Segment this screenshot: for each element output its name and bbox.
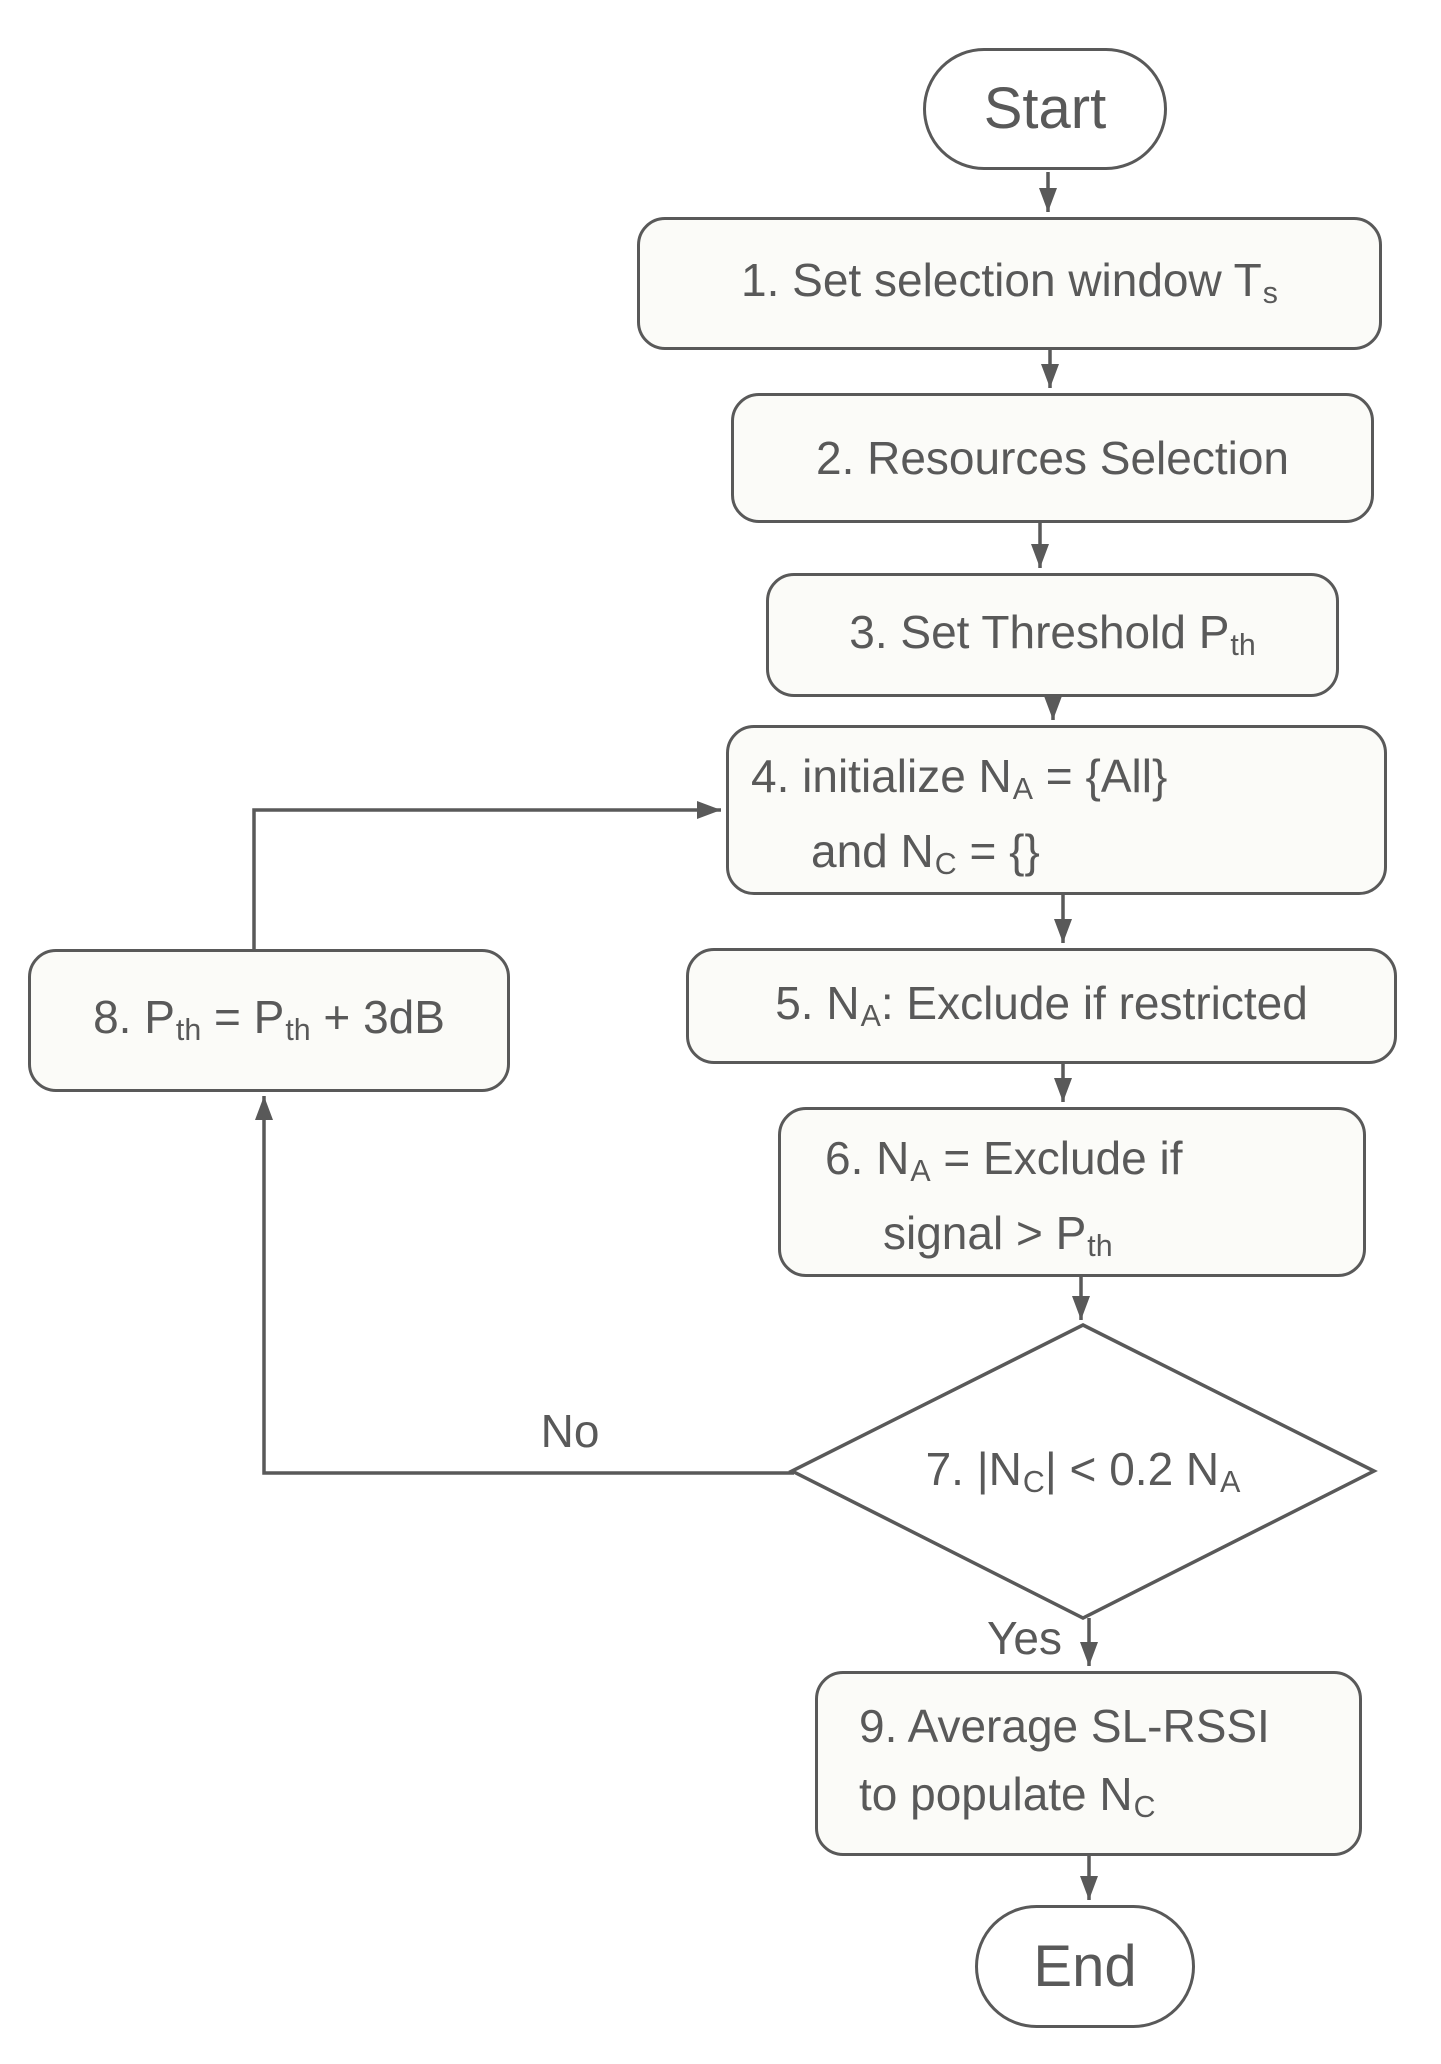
- step-1-subscript: s: [1262, 277, 1278, 311]
- step-5-subscript-a: A: [860, 999, 881, 1033]
- step-3-label: 3. Set Threshold Pth: [849, 598, 1255, 673]
- start-terminal: Start: [923, 48, 1167, 170]
- step-8-label: 8. Pth = Pth + 3dB: [93, 983, 445, 1058]
- step-6-subscript-th: th: [1087, 1230, 1113, 1264]
- step-4-text-4: = {}: [956, 825, 1040, 877]
- step-6-line-2: signal > Pth: [781, 1199, 1182, 1274]
- step-6-box: 6. NA = Exclude if signal > Pth: [778, 1107, 1366, 1277]
- decision-7-diamond: [788, 1323, 1378, 1620]
- step-2-label: 2. Resources Selection: [815, 432, 1290, 484]
- end-terminal: End: [975, 1905, 1195, 2028]
- step-9-label: 9. Average SL-RSSI to populate NC: [818, 1692, 1270, 1835]
- step-8-text-2: = P: [201, 991, 285, 1043]
- decision-7-text-2: | < 0.2 N: [1044, 1442, 1220, 1495]
- step-4-text: 4. initialize N: [751, 750, 1012, 802]
- step-4-text-2: = {All}: [1033, 750, 1168, 802]
- step-8-box: 8. Pth = Pth + 3dB: [28, 949, 510, 1092]
- step-9-text: 9. Average SL-RSSI: [859, 1700, 1270, 1752]
- step-4-subscript-a: A: [1012, 773, 1034, 807]
- step-3-box: 3. Set Threshold Pth: [766, 573, 1339, 697]
- step-9-subscript-c: C: [1133, 1791, 1156, 1825]
- step-8-subscript-th: th: [175, 1014, 202, 1048]
- step-5-label: 5. NA: Exclude if restricted: [775, 969, 1308, 1044]
- start-label: Start: [983, 76, 1107, 141]
- step-6-text: 6. N: [825, 1132, 910, 1184]
- step-1-box: 1. Set selection window Ts: [637, 217, 1382, 350]
- step-6-text-2: = Exclude if: [930, 1132, 1183, 1184]
- no-branch-label: No: [540, 1405, 600, 1457]
- step-8-text: 8. P: [93, 991, 175, 1043]
- step-1-label: 1. Set selection window Ts: [741, 246, 1278, 321]
- step-3-text: 3. Set Threshold P: [849, 605, 1230, 658]
- step-2-box: 2. Resources Selection: [731, 393, 1374, 523]
- step-9-line-1: 9. Average SL-RSSI: [818, 1692, 1270, 1760]
- connector-step8-to-step4: [252, 801, 721, 949]
- step-5-text-2: : Exclude if restricted: [880, 976, 1308, 1029]
- step-1-text: 1. Set selection window T: [741, 254, 1262, 306]
- step-4-label: 4. initialize NA = {All} and NC = {}: [729, 742, 1167, 892]
- step-4-box: 4. initialize NA = {All} and NC = {}: [726, 725, 1387, 895]
- step-9-line-2: to populate NC: [818, 1760, 1270, 1835]
- step-6-subscript-a: A: [910, 1155, 931, 1189]
- decision-7-subscript-a: A: [1220, 1465, 1241, 1499]
- decision-7-text: 7. |N: [925, 1442, 1022, 1495]
- decision-7-label: 7. |NC| < 0.2 NA: [842, 1397, 1324, 1547]
- step-4-line-1: 4. initialize NA = {All}: [729, 742, 1167, 817]
- end-label: End: [1033, 1933, 1137, 1999]
- decision-7-text-wrap: 7. |NC| < 0.2 NA: [926, 1443, 1241, 1502]
- step-5-box: 5. NA: Exclude if restricted: [686, 948, 1397, 1064]
- decision-7-subscript-c: C: [1022, 1465, 1045, 1499]
- step-5-text: 5. N: [775, 976, 860, 1029]
- connector-decision7-no-to-step8: [255, 1096, 794, 1475]
- step-9-box: 9. Average SL-RSSI to populate NC: [815, 1671, 1362, 1856]
- step-6-label: 6. NA = Exclude if signal > Pth: [781, 1124, 1182, 1274]
- step-8-subscript-th-2: th: [285, 1014, 311, 1048]
- step-3-subscript: th: [1230, 628, 1256, 662]
- step-4-line-2: and NC = {}: [729, 817, 1167, 892]
- yes-branch-label: Yes: [986, 1612, 1062, 1664]
- step-6-line-1: 6. NA = Exclude if: [781, 1124, 1182, 1199]
- step-9-text-2: to populate N: [859, 1768, 1133, 1820]
- step-8-text-3: + 3dB: [310, 991, 445, 1043]
- step-4-subscript-c: C: [934, 848, 957, 882]
- step-6-text-3: signal > P: [883, 1207, 1087, 1259]
- step-4-text-3: and N: [811, 825, 934, 877]
